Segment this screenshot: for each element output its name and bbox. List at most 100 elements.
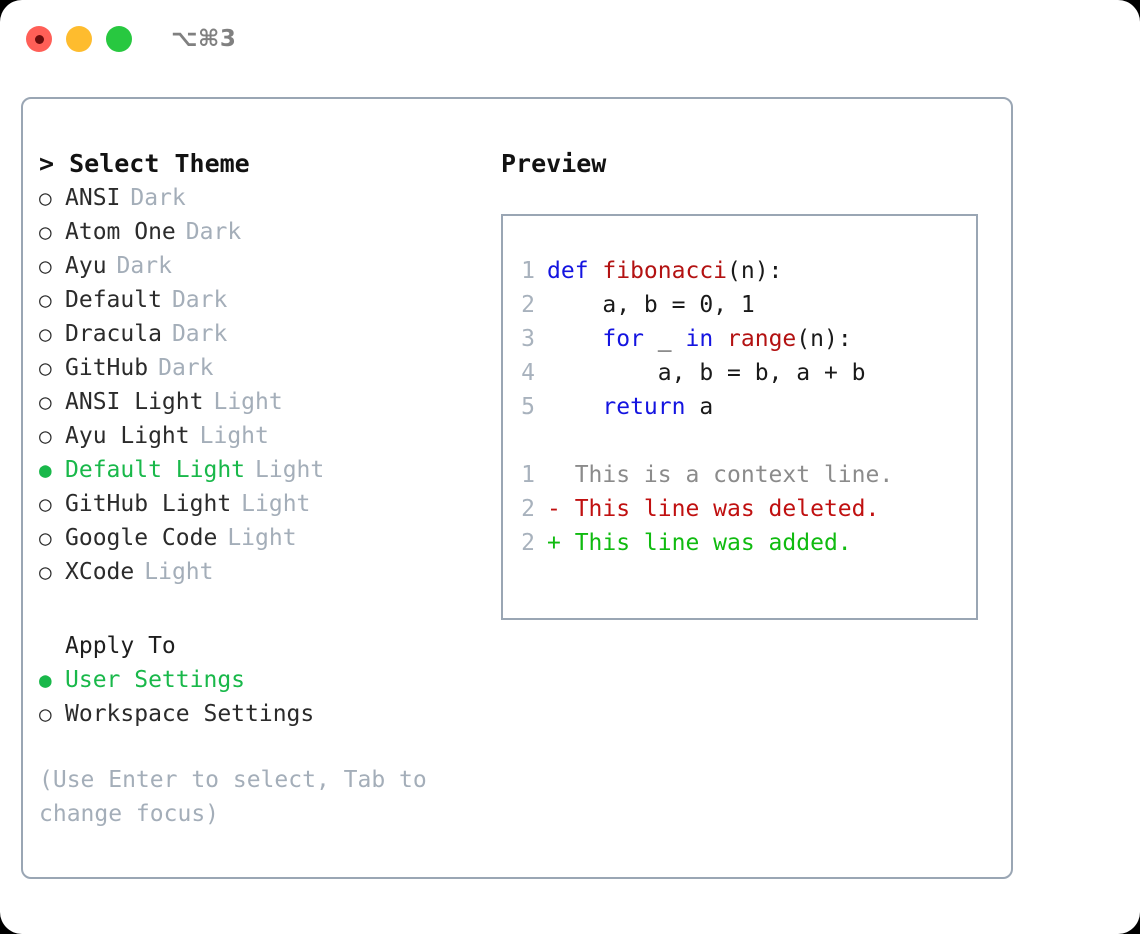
code-diff-spacer xyxy=(503,424,976,458)
radio-unselected-icon: ○ xyxy=(39,356,52,380)
radio-unselected-icon: ○ xyxy=(39,702,52,726)
theme-list-item-label: ANSI xyxy=(65,185,121,211)
radio-unselected-icon: ○ xyxy=(39,288,52,312)
theme-list-item-label: Ayu xyxy=(65,253,107,279)
section-spacer xyxy=(39,589,479,629)
theme-list-item-label: Default Light xyxy=(65,457,246,483)
theme-variant-tag: Light xyxy=(199,423,269,449)
radio-unselected-icon: ○ xyxy=(39,254,52,278)
radio-unselected-icon: ○ xyxy=(39,492,52,516)
apply-to-item-label: Workspace Settings xyxy=(65,701,315,727)
apply-to-item-label: User Settings xyxy=(65,667,246,693)
theme-list-item[interactable]: ● Default Light Light xyxy=(39,453,479,487)
code-token-kw: for xyxy=(602,326,644,352)
code-line: 2 a, b = 0, 1 xyxy=(503,288,976,322)
code-token-pl: a, b = b, a + b xyxy=(547,360,866,386)
maximize-button[interactable] xyxy=(106,26,132,52)
radio-unselected-icon: ○ xyxy=(39,390,52,414)
code-line-content: def fibonacci(n): xyxy=(547,254,782,288)
diff-line-content: This is a context line. xyxy=(547,462,894,488)
theme-list-item-label: Google Code xyxy=(65,525,218,551)
code-token-pl: (n): xyxy=(727,258,783,284)
preview-title: Preview xyxy=(501,149,607,178)
apply-to-list: ● User Settings ○ Workspace Settings xyxy=(39,663,479,731)
code-line-number: 4 xyxy=(521,360,535,386)
code-line-content: a, b = b, a + b xyxy=(547,356,866,390)
code-line-content: a, b = 0, 1 xyxy=(547,288,755,322)
theme-variant-tag: Dark xyxy=(185,219,242,245)
theme-variant-tag: Light xyxy=(213,389,283,415)
theme-list-item[interactable]: ○ ANSI Light Light xyxy=(39,385,479,419)
theme-list-item-label: Default xyxy=(65,287,162,313)
theme-list-item-label: GitHub Light xyxy=(65,491,232,517)
code-line-content: return a xyxy=(547,390,713,424)
theme-list-item[interactable]: ○ Dracula Dark xyxy=(39,317,479,351)
theme-variant-tag: Dark xyxy=(130,185,186,211)
code-token-pl: a xyxy=(685,394,714,420)
code-line: 3 for _ in range(n): xyxy=(503,322,976,356)
minimize-button[interactable] xyxy=(66,26,92,52)
theme-list-item[interactable]: ○ GitHub Dark xyxy=(39,351,479,385)
code-token-fn: fibonacci xyxy=(602,258,728,284)
code-line-number: 2 xyxy=(521,292,535,318)
code-line: 1 def fibonacci(n): xyxy=(503,254,976,288)
diff-line-content: - This line was deleted. xyxy=(547,496,880,522)
theme-variant-tag: Light xyxy=(241,491,311,517)
apply-to-item[interactable]: ○ Workspace Settings xyxy=(39,697,479,731)
code-line-content: for _ in range(n): xyxy=(547,322,852,356)
radio-unselected-icon: ○ xyxy=(39,322,52,346)
diff-line-number: 2 xyxy=(521,496,535,522)
code-line: 5 return a xyxy=(503,390,976,424)
close-button[interactable] xyxy=(26,26,52,52)
code-line-number: 1 xyxy=(521,258,535,284)
diff-line-number: 2 xyxy=(521,530,535,556)
theme-list-item[interactable]: ○ GitHub Light Light xyxy=(39,487,479,521)
theme-list-item-label: GitHub xyxy=(65,355,149,381)
code-token-pl xyxy=(547,326,602,352)
theme-list-item-label: ANSI Light xyxy=(65,389,204,415)
theme-variant-tag: Light xyxy=(255,457,325,483)
radio-selected-icon: ● xyxy=(39,668,52,692)
keyboard-hint-text: (Use Enter to select, Tab to change focu… xyxy=(39,767,441,827)
theme-variant-tag: Light xyxy=(227,525,297,551)
diff-line: 1 This is a context line. xyxy=(503,458,976,492)
theme-variant-tag: Dark xyxy=(158,355,214,381)
code-token-pl: a, b = 0, 1 xyxy=(547,292,755,318)
theme-list-item[interactable]: ○ Google Code Light xyxy=(39,521,479,555)
diff-line-number: 1 xyxy=(521,462,535,488)
diff-line: 2+ This line was added. xyxy=(503,526,976,560)
radio-unselected-icon: ○ xyxy=(39,186,52,210)
code-token-pl xyxy=(547,394,602,420)
radio-selected-icon: ● xyxy=(39,458,52,482)
title-bar: ⌥⌘3 xyxy=(0,0,1140,78)
radio-unselected-icon: ○ xyxy=(39,424,52,448)
code-token-pl: (n): xyxy=(796,326,852,352)
code-line-number: 5 xyxy=(521,394,535,420)
radio-unselected-icon: ○ xyxy=(39,560,52,584)
theme-list-item[interactable]: ○ Ayu Light Light xyxy=(39,419,479,453)
code-line: 4 a, b = b, a + b xyxy=(503,356,976,390)
theme-variant-tag: Light xyxy=(144,559,214,585)
theme-list-item-label: Ayu Light xyxy=(65,423,190,449)
theme-list-item-label: Atom One xyxy=(65,219,176,245)
window-controls xyxy=(26,26,132,52)
theme-variant-tag: Dark xyxy=(171,321,228,347)
theme-list-item-label: Dracula xyxy=(65,321,162,347)
apply-to-item[interactable]: ● User Settings xyxy=(39,663,479,697)
code-token-pl: _ xyxy=(643,326,686,352)
keyboard-shortcut-label: ⌥⌘3 xyxy=(171,26,237,52)
radio-unselected-icon: ○ xyxy=(39,526,52,550)
theme-list-item[interactable]: ○ ANSI Dark xyxy=(39,181,479,215)
diff-preview: 1 This is a context line. 2 - This line wa… xyxy=(503,458,976,560)
